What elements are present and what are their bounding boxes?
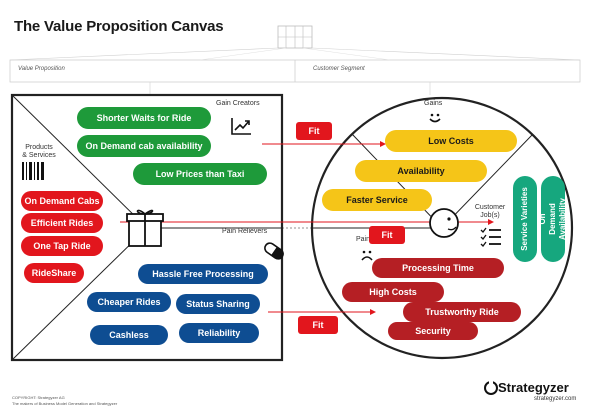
customer-segment-header: Customer Segment (313, 66, 365, 72)
gain-creator-pill: Shorter Waits for Ride (77, 107, 211, 129)
gain-pill: Availability (355, 160, 487, 182)
gift-icon (126, 209, 164, 247)
makers-text: The makers of Business Model Generation … (12, 401, 118, 406)
pill-icon (264, 242, 284, 260)
fit-label: Fit (296, 122, 332, 140)
fit-label: Fit (369, 226, 405, 244)
pains-label: Pains (356, 236, 374, 243)
products-services-label: Products & Services (22, 144, 56, 159)
chart-up-icon (231, 118, 251, 135)
pain-pill: Security (388, 322, 478, 340)
customer-job-pill: Service Varieties (513, 176, 537, 262)
pain-pill: High Costs (342, 282, 444, 302)
strategyzer-url[interactable]: strategyzer.com (534, 396, 577, 402)
product-pill: On Demand Cabs (21, 191, 103, 211)
pain-pill: Processing Time (372, 258, 504, 278)
gain-creator-pill: Low Prices than Taxi (133, 163, 267, 185)
pain-relievers-label: Pain Relievers (222, 228, 268, 235)
product-pill: Efficient Rides (21, 213, 103, 233)
checklist-icon (480, 227, 501, 247)
pain-reliever-pill: Cashless (90, 325, 168, 345)
pain-reliever-pill: Status Sharing (176, 294, 260, 314)
smiley-icon (429, 113, 441, 123)
page-title: The Value Proposition Canvas (14, 18, 224, 35)
strategyzer-brand: Strategyzer (498, 380, 569, 395)
gain-pill: Low Costs (385, 130, 517, 152)
gain-creators-label: Gain Creators (216, 100, 260, 107)
barcode-icon (22, 162, 44, 180)
sad-face-icon (361, 250, 373, 261)
pain-reliever-pill: Reliability (179, 323, 259, 343)
customer-head-icon (429, 208, 459, 238)
customer-jobs-label: Customer Job(s) (474, 204, 506, 219)
pain-reliever-pill: Hassle Free Processing (138, 264, 268, 284)
customer-job-pill: On Demand Availability (538, 176, 567, 262)
value-proposition-header: Value Proposition (18, 66, 65, 72)
fit-label: Fit (298, 316, 338, 334)
copyright-text: COPYRIGHT: Strategyzer AG (12, 395, 65, 400)
gain-creator-pill: On Demand cab availability (77, 135, 211, 157)
product-pill: One Tap Ride (21, 236, 103, 256)
pain-reliever-pill: Cheaper Rides (87, 292, 171, 312)
gains-label: Gains (424, 100, 443, 107)
product-pill: RideShare (24, 263, 84, 283)
strategyzer-logo-icon (484, 381, 498, 395)
gain-pill: Faster Service (322, 189, 432, 211)
pain-pill: Trustworthy Ride (403, 302, 521, 322)
